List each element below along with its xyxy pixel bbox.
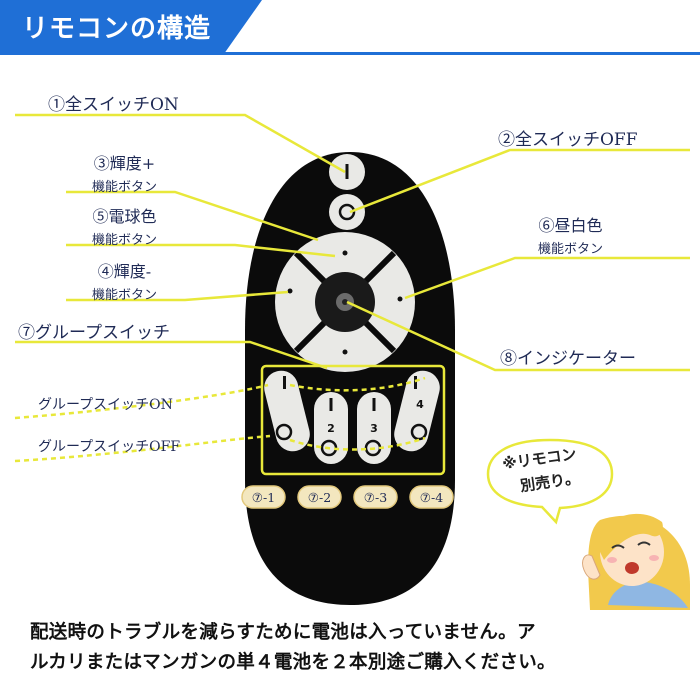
label-warm-color: ⑤電球色 機能ボタン xyxy=(92,203,157,248)
group-button-4 xyxy=(394,370,440,452)
label-all-on: ①全スイッチON xyxy=(48,95,179,115)
header-banner: リモコンの構造 xyxy=(0,0,262,52)
label-brightness-down-main: ④輝度- xyxy=(97,262,152,281)
tag-7-2: ⑦-2 xyxy=(308,490,331,505)
group-number-3: 3 xyxy=(370,422,378,435)
group-tags: ⑦-1 ⑦-2 ⑦-3 ⑦-4 xyxy=(241,485,454,509)
label-warm-color-main: ⑤電球色 xyxy=(92,207,157,226)
label-group-switch: ⑦グループスイッチ xyxy=(18,323,170,343)
group-highlight-box xyxy=(260,364,446,476)
battery-notice-line-1: 配送時のトラブルを減らすために電池は入っていません。ア xyxy=(30,622,536,643)
battery-notice-line-2: ルカリまたはマンガンの単４電池を２本別途ご購入ください。 xyxy=(30,652,556,673)
dpad-right-dot xyxy=(397,296,403,302)
label-daylight-color-main: ⑥昼白色 xyxy=(538,216,603,235)
group-on-line-left xyxy=(14,383,269,420)
speech-bubble xyxy=(486,438,614,525)
battery-notice: 配送時のトラブルを減らすために電池は入っていません。ア ルカリまたはマンガンの単… xyxy=(30,618,680,678)
dpad-left-dot xyxy=(287,288,293,294)
label-group-switch-on: グループスイッチON xyxy=(38,397,173,413)
group-on-line-right xyxy=(289,376,426,392)
all-on-mark xyxy=(345,164,349,179)
group-off-line-left xyxy=(14,434,271,463)
label-brightness-up-sub: 機能ボタン xyxy=(92,180,158,195)
label-group-switch-off: グループスイッチOFF xyxy=(38,439,181,455)
callout-6-line xyxy=(404,256,690,300)
tag-7-1: ⑦-1 xyxy=(252,490,275,505)
group-off-line-right xyxy=(289,436,426,451)
label-daylight-color-sub: 機能ボタン xyxy=(538,242,604,257)
label-daylight-color: ⑥昼白色 機能ボタン xyxy=(538,212,603,257)
label-indicator: ⑧インジケーター xyxy=(500,349,636,369)
callout-1-line xyxy=(15,113,346,174)
group-button-1 xyxy=(264,370,310,452)
dpad-down-dot xyxy=(342,349,348,355)
header-title: リモコンの構造 xyxy=(22,14,212,44)
group-number-2: 2 xyxy=(327,422,335,435)
group-number-4: 4 xyxy=(416,398,424,411)
group-button-2 xyxy=(314,392,348,464)
callout-3-line xyxy=(66,190,319,242)
bubble-line-2: 別売り。 xyxy=(519,468,581,496)
dpad-up-dot xyxy=(342,250,348,256)
label-brightness-up: ③輝度+ 機能ボタン xyxy=(92,150,157,195)
label-brightness-down: ④輝度- 機能ボタン xyxy=(92,258,157,303)
all-off-button xyxy=(329,194,365,230)
callout-7-line xyxy=(15,340,328,370)
character-illustration xyxy=(582,513,690,610)
tag-7-3: ⑦-3 xyxy=(364,490,387,505)
tag-7-4: ⑦-4 xyxy=(420,490,443,505)
label-brightness-up-main: ③輝度+ xyxy=(93,154,156,173)
bubble-text: ※リモコン 別売り。 xyxy=(488,438,608,510)
callout-2-line xyxy=(349,148,690,214)
label-brightness-down-sub: 機能ボタン xyxy=(92,288,158,303)
label-all-off: ②全スイッチOFF xyxy=(498,130,638,150)
label-warm-color-sub: 機能ボタン xyxy=(92,233,158,248)
all-off-mark xyxy=(338,203,356,221)
callout-5-line xyxy=(66,243,336,258)
callout-8-line xyxy=(346,300,690,372)
header-underline xyxy=(0,52,700,55)
callout-4-line xyxy=(66,290,289,302)
